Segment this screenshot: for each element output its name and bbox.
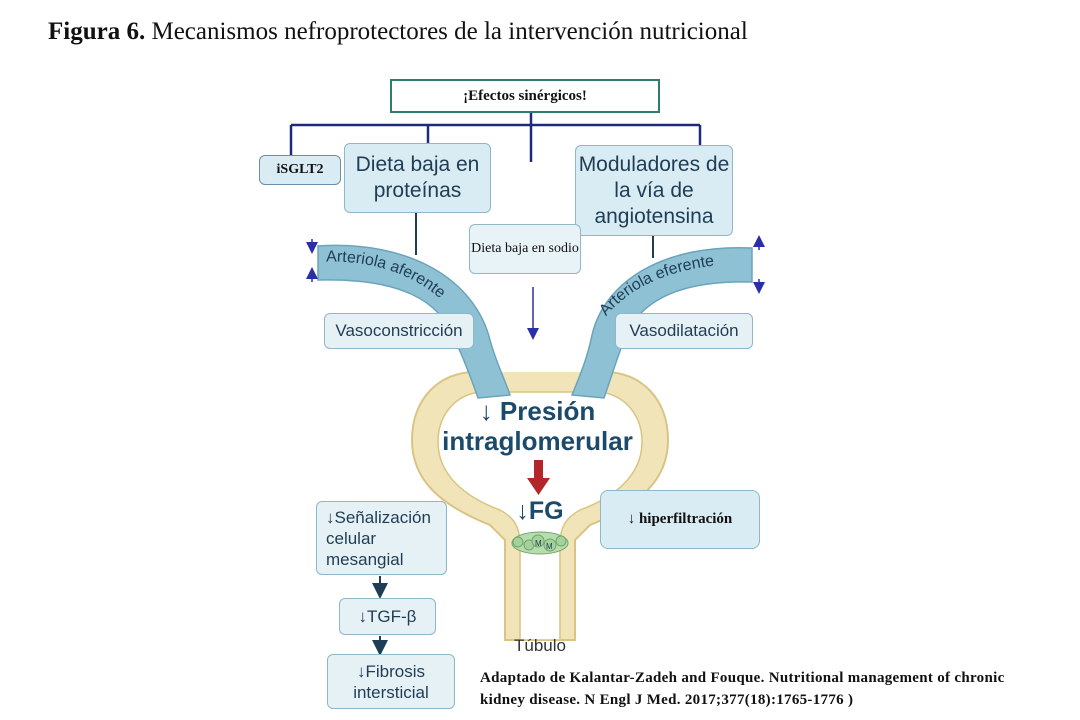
pressure-label: ↓ Presión intraglomerular [442, 396, 633, 456]
mesangial-cell-label: M [535, 539, 542, 548]
synergy-box: ¡Efectos sinérgicos! [390, 79, 660, 113]
glomerular-capsule [410, 371, 670, 641]
figure-label: Figura 6. [48, 18, 146, 45]
small-arrows [306, 235, 765, 294]
red-arrow [527, 460, 550, 495]
tgf-beta-box: ↓TGF-β [339, 598, 436, 635]
figure-title-text: Mecanismos nefroprotectores de la interv… [151, 18, 748, 45]
mesangial-signaling-box: ↓Señalización celular mesangial [316, 501, 447, 575]
vasodilation-box: Vasodilatación [615, 313, 753, 349]
angiotensin-box: Moduladores de la vía de angiotensina [575, 145, 733, 236]
sodium-diet-box: Dieta baja en sodio [469, 224, 581, 274]
citation: Adaptado de Kalantar-Zadeh and Fouque. N… [480, 670, 1005, 708]
mesangial-cell-label: M [546, 542, 553, 551]
hyperfiltration-box: ↓ hiperfiltración [600, 490, 760, 549]
isglt2-box: iSGLT2 [259, 155, 341, 185]
protein-diet-box: Dieta baja en proteínas [344, 143, 491, 213]
fibrosis-box: ↓Fibrosis intersticial [327, 654, 455, 709]
mesangial-cells: M M [511, 531, 569, 555]
efferent-arteriole [570, 246, 753, 399]
tubule-label: Túbulo [514, 636, 566, 655]
vasoconstriction-box: Vasoconstricción [324, 313, 474, 349]
figure-title: Figura 6. Mecanismos nefroprotectores de… [48, 18, 748, 46]
synergy-bracket [289, 113, 702, 162]
fg-label: ↓FG [516, 497, 564, 525]
